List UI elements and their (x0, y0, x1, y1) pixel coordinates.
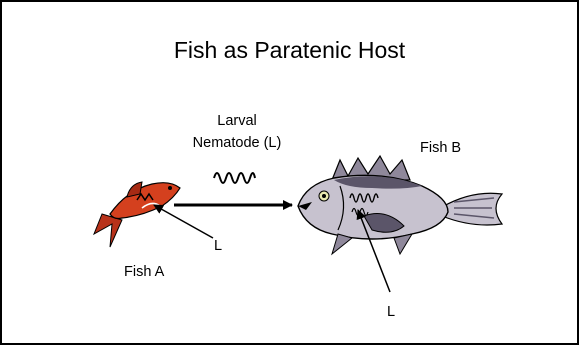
fish-b-icon (298, 156, 502, 254)
fish-a-icon (94, 182, 180, 247)
pointer-line-fish-a (154, 205, 213, 238)
nematode-icon (214, 173, 255, 183)
